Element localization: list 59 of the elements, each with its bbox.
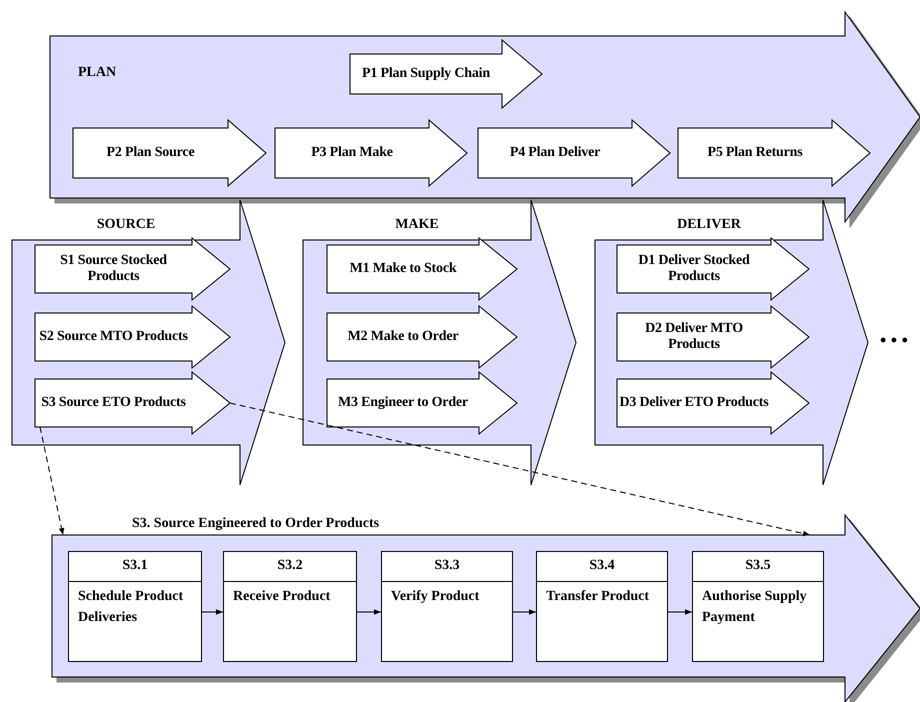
connector-arrow: [668, 609, 692, 615]
step-label: Verify Product: [390, 588, 480, 606]
step-number: S3.4: [536, 551, 668, 582]
process-step-shape: [617, 372, 809, 434]
process-step-shape: [350, 40, 542, 108]
step-label: Schedule Product Deliveries: [77, 588, 184, 627]
process-label: P4 Plan Deliver: [510, 145, 600, 161]
process-label: D2 Deliver MTO Products: [644, 321, 744, 353]
chevron-shape: [12, 200, 285, 485]
connector-arrow: [230, 402, 810, 536]
process-label: M3 Engineer to Order: [338, 395, 468, 411]
step-label: Authorise Supply Payment: [701, 588, 808, 627]
step-number: S3.2: [223, 551, 357, 582]
process-step-shape: [617, 238, 809, 300]
process-step-shape: [52, 515, 920, 702]
section-heading: DELIVER: [676, 216, 742, 233]
process-label: P5 Plan Returns: [707, 145, 802, 161]
process-label: M2 Make to Order: [348, 329, 458, 345]
process-step-shape: [35, 372, 230, 434]
process-step-shape: [73, 120, 266, 186]
process-label: S1 Source Stocked Products: [59, 253, 168, 285]
process-step-shape: [35, 238, 230, 300]
connector-arrow: [202, 609, 224, 615]
step-label: Receive Product: [232, 588, 332, 606]
section-heading: PLAN: [78, 64, 116, 81]
process-box: [692, 551, 824, 662]
section-heading: SOURCE: [96, 216, 156, 233]
process-label: P2 Plan Source: [106, 145, 194, 161]
process-label: S2 Source MTO Products: [39, 329, 188, 345]
ellipsis-mark: • • •: [880, 330, 908, 351]
process-label: D1 Deliver Stocked Products: [637, 253, 751, 285]
connector-arrow: [512, 609, 536, 615]
process-box: [381, 551, 513, 662]
chevron-shape: [595, 200, 868, 485]
step-number: S3.1: [68, 551, 202, 582]
step-label: Transfer Product: [545, 588, 650, 606]
section-heading: MAKE: [394, 216, 440, 233]
process-step-shape: [327, 238, 517, 300]
process-box: [68, 551, 202, 662]
process-step-shape: [275, 120, 467, 186]
process-step-shape: [478, 120, 670, 186]
process-label: D3 Deliver ETO Products: [619, 395, 768, 411]
process-label: S3 Source ETO Products: [41, 395, 186, 411]
process-step-shape: [327, 306, 517, 368]
process-step-shape: [35, 306, 230, 368]
process-box: [536, 551, 668, 662]
step-number: S3.5: [692, 551, 824, 582]
process-step-shape: [678, 120, 870, 186]
process-label: P3 Plan Make: [311, 145, 393, 161]
process-step-shape: [327, 372, 517, 434]
section-heading: S3. Source Engineered to Order Products: [132, 515, 380, 532]
process-label: M1 Make to Stock: [350, 261, 456, 277]
process-label: P1 Plan Supply Chain: [362, 66, 490, 82]
connector-arrow: [356, 609, 382, 615]
process-step-shape: [617, 306, 809, 368]
chevron-shape: [303, 200, 576, 485]
process-box: [223, 551, 357, 662]
step-number: S3.3: [381, 551, 513, 582]
connector-arrow: [40, 426, 64, 536]
